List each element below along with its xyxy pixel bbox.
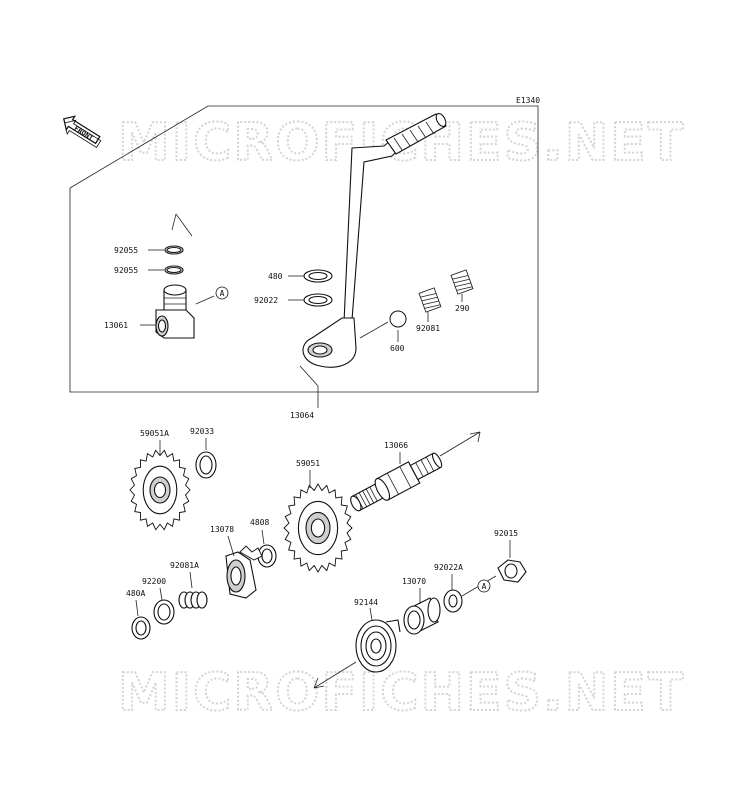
o-ring-inner [166,246,182,254]
kick-lever-13064 [302,112,447,368]
collar-13070 [403,597,441,635]
label-92081a: 92081A [170,561,199,570]
leader-line [313,661,357,689]
gear-59051 [283,483,353,573]
label-92055-top: 92055 [114,246,138,255]
spring-92081a [178,591,208,609]
leader-line [469,431,481,435]
leader-line [159,587,163,601]
ref-mark-a-text: A [220,289,225,298]
diagram-code: E1340 [516,96,540,105]
label-13078: 13078 [210,525,234,534]
label-92144: 92144 [354,598,378,607]
kick-shaft-13061 [155,284,195,339]
washer-inner [157,603,171,621]
leader-line [313,677,319,689]
ref-mark-a-lower [477,579,491,593]
label-600: 600 [390,344,405,353]
label-92022a: 92022A [434,563,463,572]
washer-inner [448,594,458,608]
ref-mark-a-text: A [482,582,487,591]
leader-line [359,321,389,339]
washer-inner [308,271,328,281]
leader-line [175,213,193,237]
label-13064: 13064 [290,411,314,420]
watermark-bottom: MICROFICHES.NET [118,663,685,723]
ref-mark-a-upper [215,286,229,300]
washer-inner [261,548,273,564]
label-59051: 59051 [296,459,320,468]
kick-spring-92144 [355,619,401,673]
washer-inner [199,455,213,475]
ratchet-13078 [225,545,263,599]
label-92033: 92033 [190,427,214,436]
label-13070: 13070 [402,577,426,586]
spring-290 [450,269,474,295]
label-92081: 92081 [416,324,440,333]
label-480a: 480A [126,589,145,598]
ball-600 [389,310,407,328]
label-4808: 4808 [250,518,269,527]
front-arrow-icon: FRONT [63,115,102,149]
leader-line [195,295,215,305]
leader-line [369,607,373,621]
kick-lever-group-box [69,105,539,393]
kick-shaft-13066 [350,452,443,512]
o-ring-inner [166,266,182,274]
label-92200: 92200 [142,577,166,586]
leader-line [171,213,177,231]
leader-line [313,685,325,689]
label-290: 290 [455,304,470,313]
leader-line [227,535,235,557]
label-13066: 13066 [384,441,408,450]
label-92015: 92015 [494,529,518,538]
washer-inner [308,295,328,305]
label-480: 480 [268,272,283,281]
leader-line [439,431,481,457]
label-59051a: 59051A [140,429,169,438]
leader-line [299,365,319,387]
leader-line [477,431,481,443]
washer-inner [135,620,147,636]
nut-92015 [497,559,527,583]
gear-59051a [129,449,191,531]
leader-line [135,599,139,617]
label-13061: 13061 [104,321,128,330]
label-92055-bottom: 92055 [114,266,138,275]
spring-92081 [418,287,442,313]
label-92022: 92022 [254,296,278,305]
leader-line [261,529,265,545]
leader-line [189,571,193,589]
